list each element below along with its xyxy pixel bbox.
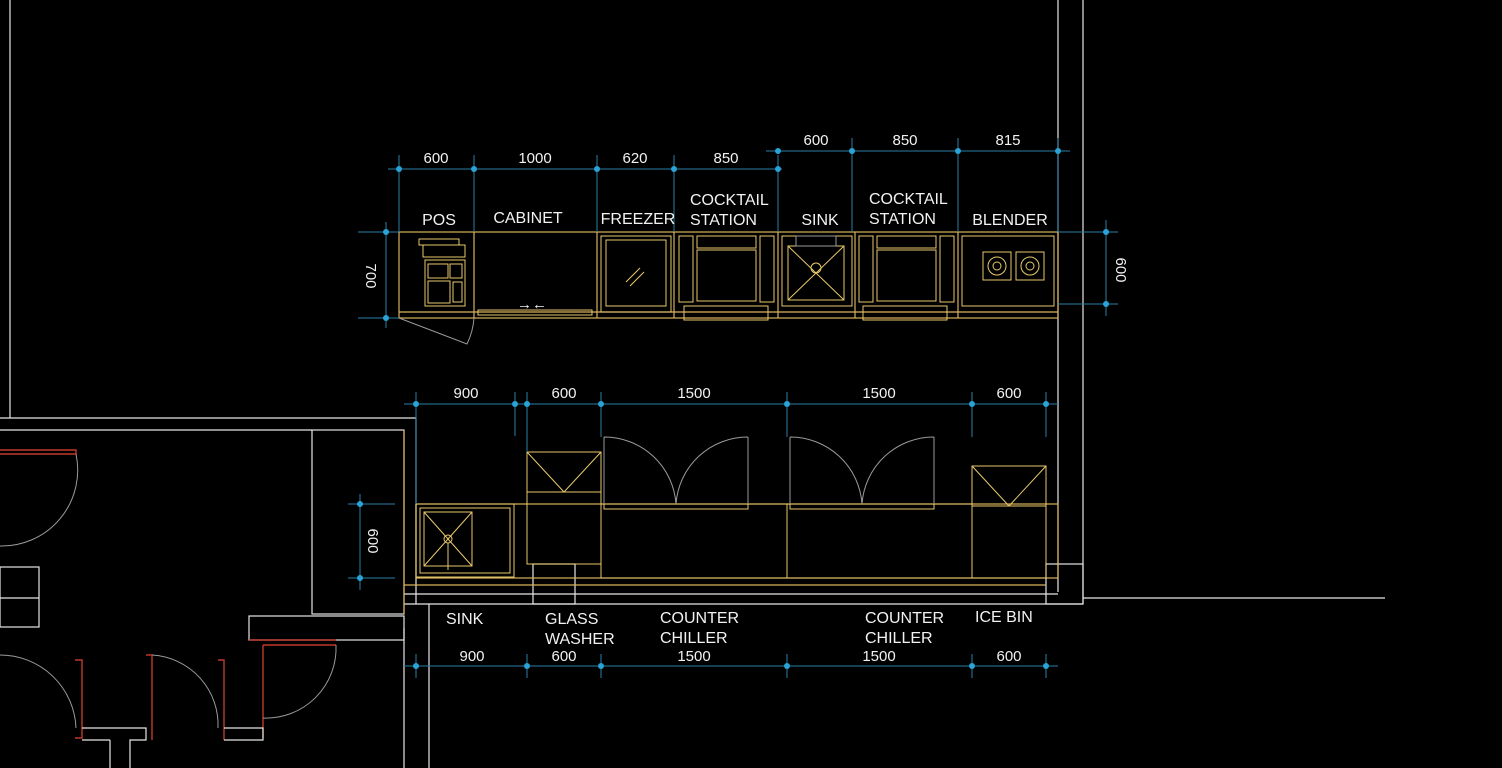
label-cabinet: CABINET — [493, 210, 563, 227]
label-cocktail-1-l1: COCKTAIL — [690, 192, 769, 209]
dim-blender: 815 — [995, 132, 1020, 149]
cocktail-station-2-icon — [858, 235, 955, 321]
dim-depth-left: 700 — [362, 263, 379, 288]
dimension-values-top: 600 1000 620 850 600 850 815 700 600 — [362, 132, 1129, 289]
label-blender: BLENDER — [972, 212, 1048, 229]
dim-ice-bin-bottom: 600 — [996, 648, 1021, 665]
label-cocktail-2-l1: COCKTAIL — [869, 191, 948, 208]
dim-depth-right: 600 — [1112, 257, 1129, 282]
label-glass-washer-l2: WASHER — [545, 631, 615, 648]
dim-pos: 600 — [423, 150, 448, 167]
dim-cocktail-1: 850 — [713, 150, 738, 167]
label-ice-bin: ICE BIN — [975, 609, 1033, 626]
cabinet-icon: →← — [477, 296, 593, 316]
label-chiller-1-l2: CHILLER — [660, 630, 728, 647]
bottom-counter — [403, 430, 1059, 614]
dim-cabinet: 1000 — [518, 150, 551, 167]
dim-cocktail-2: 850 — [892, 132, 917, 149]
dim-ice-bin-top: 600 — [996, 385, 1021, 402]
label-pos: POS — [422, 212, 456, 229]
svg-text:→←: →← — [517, 296, 547, 313]
dimension-values-bottom: 900 600 1500 1500 600 900 600 1500 1500 … — [364, 385, 1022, 665]
dimension-ticks — [357, 148, 1109, 669]
label-freezer: FREEZER — [601, 211, 676, 228]
glass-washer-icon — [526, 451, 602, 565]
top-counter — [398, 231, 1059, 319]
dim-glass-washer-top: 600 — [551, 385, 576, 402]
blender-icon — [961, 235, 1055, 307]
freezer-icon — [600, 235, 672, 313]
equipment-labels-top: POS CABINET FREEZER COCKTAIL STATION SIN… — [422, 191, 1048, 229]
label-chiller-1-l1: COUNTER — [660, 610, 739, 627]
dim-glass-washer-bottom: 600 — [551, 648, 576, 665]
counter-chiller-1-icon — [600, 436, 788, 579]
dim-chiller-2-bottom: 1500 — [862, 648, 895, 665]
dim-sink-bottom: 900 — [459, 648, 484, 665]
partition-walls — [0, 449, 337, 768]
counter-chiller-2-icon — [786, 436, 973, 579]
dim-sink-top: 600 — [803, 132, 828, 149]
sink-top-icon — [781, 235, 853, 307]
label-sink-bottom: SINK — [446, 611, 484, 628]
dim-chiller-1-top: 1500 — [677, 385, 710, 402]
label-cocktail-1-l2: STATION — [690, 212, 757, 229]
pos-terminal-icon — [398, 238, 475, 345]
label-chiller-2-l1: COUNTER — [865, 610, 944, 627]
dim-sink-bottom-top: 900 — [453, 385, 478, 402]
cocktail-station-1-icon — [678, 235, 775, 321]
dim-chiller-1-bottom: 1500 — [677, 648, 710, 665]
label-chiller-2-l2: CHILLER — [865, 630, 933, 647]
equipment-labels-bottom: SINK GLASS WASHER COUNTER CHILLER COUNTE… — [446, 609, 1033, 648]
dim-chiller-2-top: 1500 — [862, 385, 895, 402]
label-sink-top: SINK — [801, 212, 839, 229]
label-cocktail-2-l2: STATION — [869, 211, 936, 228]
dim-freezer: 620 — [622, 150, 647, 167]
sink-bottom-icon — [415, 503, 515, 578]
dim-bottom-depth-left: 600 — [364, 528, 381, 553]
ice-bin-icon — [971, 465, 1047, 579]
label-glass-washer-l1: GLASS — [545, 611, 598, 628]
